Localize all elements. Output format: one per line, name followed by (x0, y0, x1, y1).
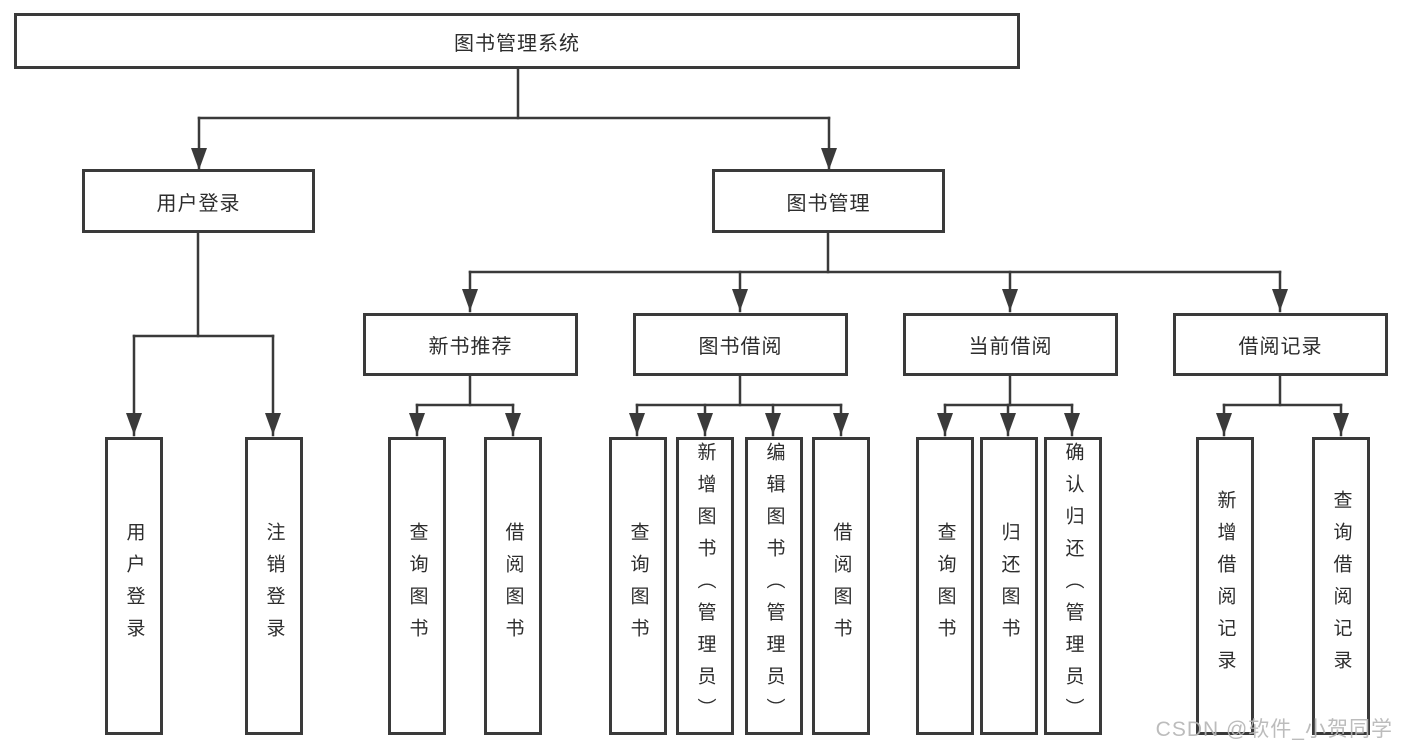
node-new-book-recommend-label: 新书推荐 (428, 336, 513, 358)
node-user-login-branch-label: 用户登录 (156, 192, 241, 215)
leaf-edit-book-admin-label: 编辑图书（管理员） (763, 442, 785, 730)
leaf-user-login-label: 用户登录 (123, 522, 145, 650)
node-current-borrowing: 当前借阅 (903, 313, 1118, 376)
leaf-borrow-books-recommend-label: 借阅图书 (502, 522, 524, 650)
leaf-query-books-current-label: 查询图书 (934, 522, 956, 650)
leaf-query-books-current: 查询图书 (916, 437, 974, 735)
node-library-system-label: 图书管理系统 (454, 32, 580, 55)
node-borrowing-records: 借阅记录 (1173, 313, 1388, 376)
leaf-query-borrow-record: 查询借阅记录 (1312, 437, 1370, 735)
node-library-system: 图书管理系统 (14, 13, 1020, 69)
leaf-confirm-return-admin: 确认归还（管理员） (1044, 437, 1102, 735)
leaf-borrow-books-label: 借阅图书 (830, 522, 852, 650)
node-current-borrowing-label: 当前借阅 (968, 336, 1053, 358)
leaf-edit-book-admin: 编辑图书（管理员） (745, 437, 803, 735)
leaf-borrow-books: 借阅图书 (812, 437, 870, 735)
leaf-add-book-admin: 新增图书（管理员） (676, 437, 734, 735)
leaf-query-books-recommend-label: 查询图书 (406, 522, 428, 650)
leaf-add-book-admin-label: 新增图书（管理员） (694, 442, 716, 730)
leaf-logout-label: 注销登录 (263, 522, 285, 650)
node-book-borrowing: 图书借阅 (633, 313, 848, 376)
leaf-borrow-books-recommend: 借阅图书 (484, 437, 542, 735)
leaf-query-books-borrow: 查询图书 (609, 437, 667, 735)
leaf-user-login: 用户登录 (105, 437, 163, 735)
leaf-add-borrow-record-label: 新增借阅记录 (1214, 490, 1236, 682)
node-book-borrowing-label: 图书借阅 (698, 336, 783, 358)
leaf-query-books-recommend: 查询图书 (388, 437, 446, 735)
node-new-book-recommend: 新书推荐 (363, 313, 578, 376)
csdn-watermark: CSDN @软件_小贺同学 (1155, 718, 1393, 741)
node-book-management-label: 图书管理 (786, 192, 871, 215)
leaf-return-book: 归还图书 (980, 437, 1038, 735)
leaf-return-book-label: 归还图书 (998, 522, 1020, 650)
leaf-logout: 注销登录 (245, 437, 303, 735)
node-user-login-branch: 用户登录 (82, 169, 315, 233)
leaf-add-borrow-record: 新增借阅记录 (1196, 437, 1254, 735)
node-borrowing-records-label: 借阅记录 (1238, 336, 1323, 358)
leaf-query-books-borrow-label: 查询图书 (627, 522, 649, 650)
node-book-management: 图书管理 (712, 169, 945, 233)
leaf-confirm-return-admin-label: 确认归还（管理员） (1062, 442, 1084, 730)
leaf-query-borrow-record-label: 查询借阅记录 (1330, 490, 1352, 682)
